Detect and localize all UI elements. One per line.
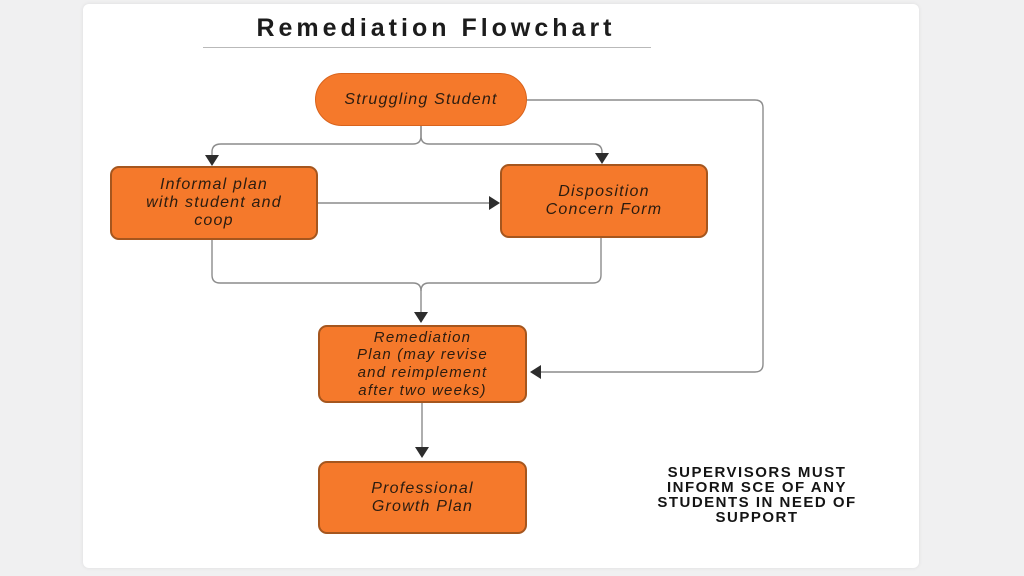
node-informal-plan: Informal plan with student and coop xyxy=(110,166,318,240)
node-label: Disposition Concern Form xyxy=(545,183,663,218)
arrow-down-icon xyxy=(595,153,609,164)
node-label: Informal plan with student and coop xyxy=(146,176,282,229)
connector-struggling-to-informal xyxy=(211,126,422,157)
supervisors-note: SUPERVISORS MUST INFORM SCE OF ANY STUDE… xyxy=(657,464,857,526)
node-label: Remediation Plan (may revise and reimple… xyxy=(357,328,488,399)
node-label: Struggling Student xyxy=(344,90,498,108)
arrow-left-icon xyxy=(530,365,541,379)
arrow-right-icon xyxy=(489,196,500,210)
page-title: Remediation Flowchart xyxy=(256,14,616,42)
connector-struggling-to-disposition xyxy=(420,126,603,155)
node-professional-growth-plan: Professional Growth Plan xyxy=(318,461,527,534)
connector-informal-to-remediation xyxy=(211,240,422,314)
connector-struggling-loop-to-remediation xyxy=(527,99,764,373)
connector-disposition-to-remediation xyxy=(420,238,602,292)
title-underline xyxy=(203,47,651,48)
node-remediation-plan: Remediation Plan (may revise and reimple… xyxy=(318,325,527,403)
node-struggling-student: Struggling Student xyxy=(315,73,527,126)
arrow-down-icon xyxy=(205,155,219,166)
arrow-down-icon xyxy=(414,312,428,323)
arrow-down-icon xyxy=(415,447,429,458)
node-disposition-concern-form: Disposition Concern Form xyxy=(500,164,708,238)
node-label: Professional Growth Plan xyxy=(371,479,474,515)
